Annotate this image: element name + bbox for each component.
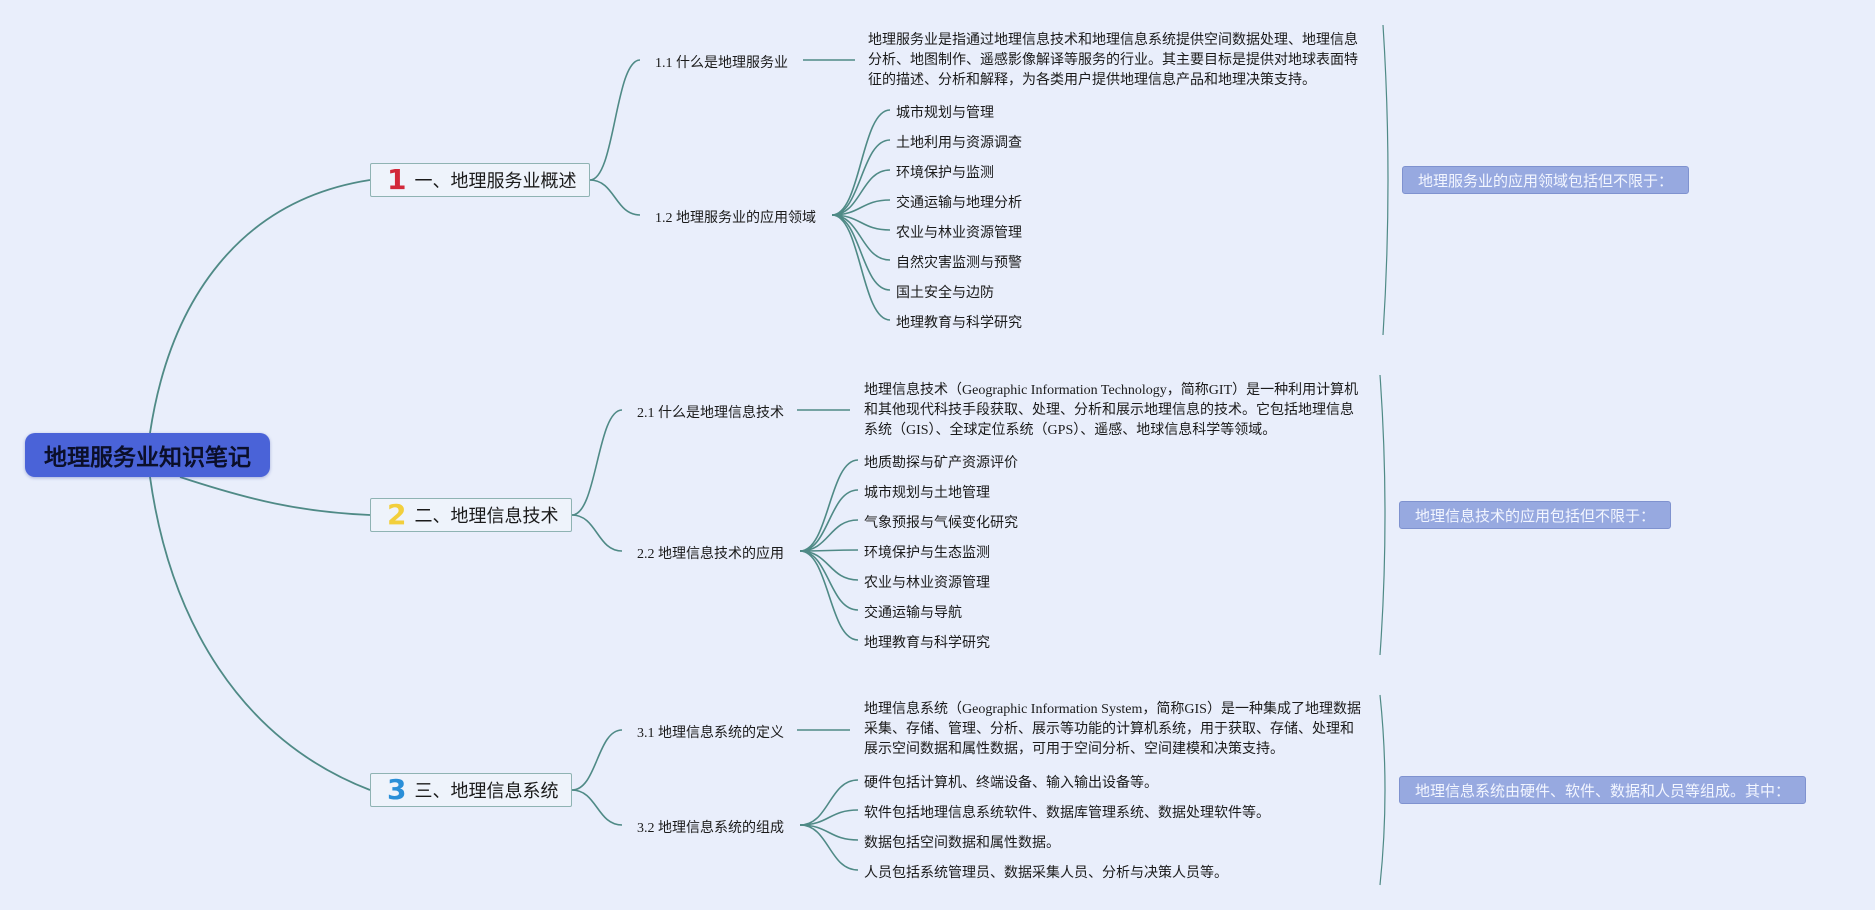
- leaf-1-2-1[interactable]: 城市规划与管理: [896, 106, 994, 121]
- summary-1[interactable]: 地理服务业的应用领域包括但不限于：: [1402, 166, 1690, 194]
- subtopic-1-2[interactable]: 1.2 地理服务业的应用领域: [655, 211, 816, 226]
- sub22-to-leaf-6: [799, 550, 859, 611]
- topic-label: 二、地理信息技术: [414, 506, 559, 527]
- leaf-1-2-3[interactable]: 环境保护与监测: [896, 166, 994, 181]
- leaf-1-2-6[interactable]: 自然灾害监测与预警: [896, 256, 1022, 271]
- leaf-1-2-2[interactable]: 土地利用与资源调查: [896, 136, 1022, 151]
- summary-3[interactable]: 地理信息系统由硬件、软件、数据和人员等组成。其中：: [1399, 776, 1807, 804]
- leaf-2-2-5[interactable]: 农业与林业资源管理: [864, 576, 990, 591]
- sub12-to-leaf-1: [831, 109, 891, 216]
- leaf-1-2-4[interactable]: 交通运输与地理分析: [896, 196, 1022, 211]
- sub22-to-leaf-2: [799, 489, 859, 552]
- leaf-2-2-3[interactable]: 气象预报与气候变化研究: [864, 516, 1018, 531]
- brace-3: [1379, 694, 1386, 886]
- subtopic-2-1[interactable]: 2.1 什么是地理信息技术: [637, 406, 784, 421]
- brace-1: [1382, 24, 1389, 336]
- summary-2[interactable]: 地理信息技术的应用包括但不限于：: [1399, 501, 1672, 529]
- topic2-to-sub22: [571, 514, 623, 552]
- leaf-1-2-8[interactable]: 地理教育与科学研究: [896, 316, 1022, 331]
- description-3-1: 地理信息系统（Geographic Information System，简称G…: [864, 702, 1361, 757]
- root-to-topic-1: [149, 179, 371, 434]
- number-2-icon: 2: [387, 498, 407, 531]
- topic3-to-sub31: [571, 729, 623, 791]
- topic-node-1[interactable]: 1 一、地理服务业概述: [370, 163, 590, 197]
- leaf-2-2-1[interactable]: 地质勘探与矿产资源评价: [864, 456, 1018, 471]
- sub12-to-leaf-8: [831, 214, 891, 321]
- topic-node-3[interactable]: 3 三、地理信息系统: [370, 773, 572, 807]
- sub22-to-leaf-5: [799, 550, 859, 581]
- leaf-3-2-2[interactable]: 软件包括地理信息系统软件、数据库管理系统、数据处理软件等。: [864, 806, 1270, 821]
- leaf-2-2-2[interactable]: 城市规划与土地管理: [864, 486, 990, 501]
- topic-label: 三、地理信息系统: [414, 781, 559, 802]
- description-2-1: 地理信息技术（Geographic Information Technology…: [864, 383, 1359, 438]
- sub22-to-leaf-3: [799, 519, 859, 552]
- leaf-1-2-7[interactable]: 国土安全与边防: [896, 286, 994, 301]
- root-node[interactable]: 地理服务业知识笔记: [25, 433, 270, 477]
- topic3-to-sub32: [571, 789, 623, 826]
- subtopic-2-2[interactable]: 2.2 地理信息技术的应用: [637, 547, 784, 562]
- leaf-2-2-4[interactable]: 环境保护与生态监测: [864, 546, 990, 561]
- topic-label: 一、地理服务业概述: [414, 171, 577, 192]
- root-to-topic-3: [149, 476, 371, 791]
- leaf-2-2-6[interactable]: 交通运输与导航: [864, 606, 962, 621]
- sub12-to-leaf-2: [831, 139, 891, 216]
- topic-node-2[interactable]: 2 二、地理信息技术: [370, 498, 572, 532]
- root-to-topic-2: [179, 476, 371, 516]
- description-1-1: 地理服务业是指通过地理信息技术和地理信息系统提供空间数据处理、地理信息分析、地图…: [868, 33, 1358, 88]
- subtopic-3-1[interactable]: 3.1 地理信息系统的定义: [637, 726, 784, 741]
- sub22-to-leaf-1: [799, 459, 859, 552]
- sub12-to-leaf-7: [831, 214, 891, 291]
- number-3-icon: 3: [387, 773, 407, 806]
- sub32-to-leaf-4: [799, 824, 859, 871]
- sub22-to-leaf-7: [799, 550, 859, 641]
- topic1-to-sub11: [589, 59, 641, 181]
- subtopic-3-2[interactable]: 3.2 地理信息系统的组成: [637, 821, 784, 836]
- subtopic-1-1[interactable]: 1.1 什么是地理服务业: [655, 56, 788, 71]
- leaf-1-2-5[interactable]: 农业与林业资源管理: [896, 226, 1022, 241]
- topic1-to-sub12: [589, 179, 641, 216]
- number-1-icon: 1: [387, 163, 407, 196]
- topic2-to-sub21: [571, 409, 623, 516]
- sub32-to-leaf-1: [799, 779, 859, 826]
- leaf-3-2-3[interactable]: 数据包括空间数据和属性数据。: [864, 836, 1060, 851]
- leaf-3-2-4[interactable]: 人员包括系统管理员、数据采集人员、分析与决策人员等。: [864, 866, 1228, 881]
- brace-2: [1379, 374, 1386, 656]
- leaf-2-2-7[interactable]: 地理教育与科学研究: [864, 636, 990, 651]
- leaf-3-2-1[interactable]: 硬件包括计算机、终端设备、输入输出设备等。: [864, 776, 1158, 791]
- sub12-to-leaf-3: [831, 169, 891, 216]
